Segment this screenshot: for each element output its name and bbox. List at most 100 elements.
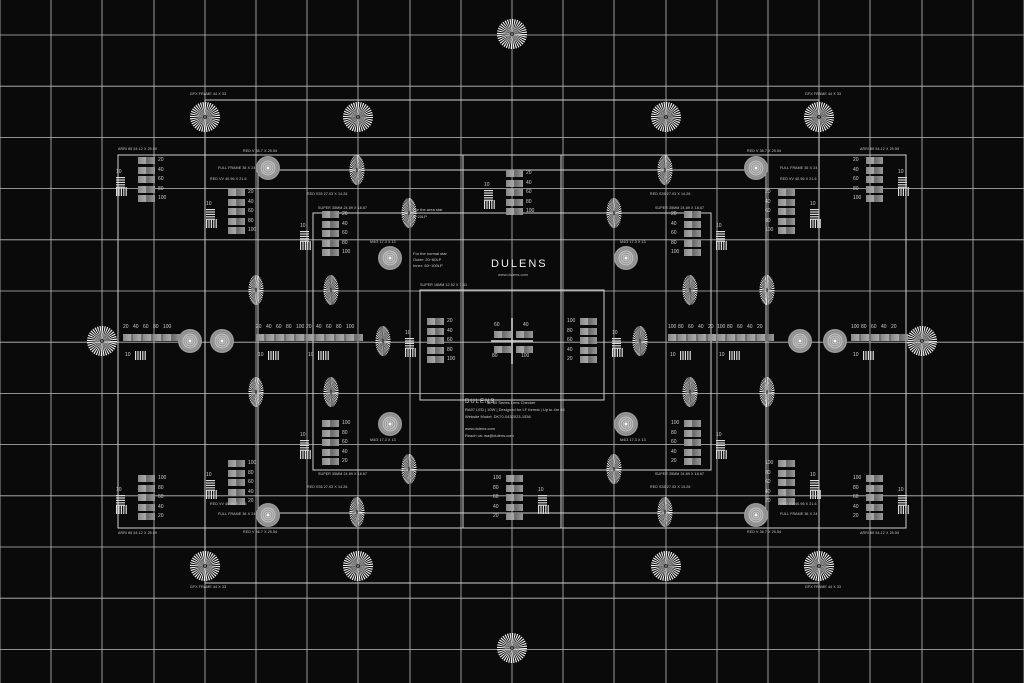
mtf-patch <box>322 439 339 447</box>
mtf-value-label: 100 <box>342 420 351 426</box>
mtf-value-label: 100 <box>346 324 355 330</box>
elliptical-star <box>606 198 622 228</box>
elliptical-star <box>759 275 775 305</box>
format-label-m43: M4/3 17.3 X 13 <box>620 438 646 442</box>
circular-target <box>744 503 768 527</box>
bar-pattern <box>716 241 727 250</box>
mtf-value-label: 60 <box>158 494 164 501</box>
elliptical-star <box>682 275 698 305</box>
mtf-value-label: 100 <box>158 195 167 202</box>
mtf-value-label: 40 <box>316 324 322 330</box>
format-label-full-frame: FULL FRAME 36 X 24 <box>218 512 256 516</box>
mtf-patch <box>580 327 597 335</box>
mtf-value-label: 40 <box>698 324 704 330</box>
mtf-patch <box>778 198 795 206</box>
bar-pattern <box>318 351 329 360</box>
mtf-value-label: 20 <box>447 318 453 324</box>
mtf-patch <box>698 334 715 341</box>
mtf-value-label: 20 <box>765 498 771 505</box>
mtf-patch <box>228 227 245 235</box>
bar-pattern <box>405 338 414 349</box>
format-label-komodo: RED S35 27.03 X 14.26 <box>650 485 691 489</box>
low-frequency-label: 10 <box>612 330 618 336</box>
bar-pattern <box>810 490 821 499</box>
mtf-patch <box>336 334 353 341</box>
mtf-patch <box>138 166 155 174</box>
bar-pattern <box>716 450 727 459</box>
elliptical-star <box>401 454 417 484</box>
mtf-value-label: 80 <box>567 327 573 334</box>
low-frequency-label: 10 <box>810 201 816 207</box>
mtf-patch <box>322 448 339 456</box>
mtf-patch <box>427 346 444 354</box>
mtf-patch <box>322 249 339 257</box>
normal-star-outer: Outer: 20~60LP <box>413 257 442 262</box>
mtf-patch <box>138 475 155 482</box>
elliptical-star <box>401 198 417 228</box>
mtf-value-label: 80 <box>526 198 532 205</box>
mtf-value-label: 60 <box>671 439 677 446</box>
mtf-value-label: 60 <box>158 176 164 183</box>
mtf-patch <box>228 208 245 216</box>
mtf-value-label: 20 <box>123 324 129 330</box>
mtf-value-label: 40 <box>158 166 164 173</box>
mtf-patch <box>866 195 883 203</box>
mtf-value-label: 100 <box>851 324 860 330</box>
mtf-value-label: 40 <box>853 166 859 173</box>
bar-pattern <box>680 351 691 360</box>
mtf-patch <box>684 448 701 456</box>
mtf-patch <box>228 488 245 496</box>
mtf-value-label: 40 <box>853 503 859 510</box>
mtf-patch <box>866 475 883 482</box>
mtf-value-label: 20 <box>248 189 254 195</box>
bar-pattern <box>898 177 907 188</box>
mtf-value-label: 100 <box>671 420 680 426</box>
info-model: Website Model: DK70-0432023-1536 <box>465 414 531 419</box>
mtf-patch <box>778 479 795 487</box>
mtf-value-label: 60 <box>342 230 348 237</box>
mtf-value-label: 40 <box>765 488 771 495</box>
mtf-value-label: 100 <box>671 249 680 256</box>
mtf-value-label: 80 <box>678 324 684 330</box>
mtf-patch <box>322 429 339 437</box>
mtf-patch <box>322 420 339 427</box>
mtf-patch <box>684 239 701 247</box>
elliptical-star <box>606 454 622 484</box>
mtf-value-label: 40 <box>881 324 887 330</box>
mtf-patch <box>778 498 795 506</box>
mtf-value-label: 80 <box>342 239 348 246</box>
mtf-patch <box>228 217 245 225</box>
mtf-patch <box>266 334 283 341</box>
mtf-patch <box>228 479 245 487</box>
info-logo: DULENS <box>465 399 496 405</box>
mtf-value-label: 100 <box>668 324 677 330</box>
mtf-patch <box>506 208 523 216</box>
elliptical-star <box>248 377 264 407</box>
format-label-komodo: RED S35 27.03 X 14.26 <box>650 192 691 196</box>
mtf-value-label: 40 <box>248 488 254 495</box>
mtf-patch <box>866 484 883 492</box>
mtf-value-label: 40 <box>747 324 753 330</box>
format-label-komodo: RED S35 27.03 X 14.26 <box>307 485 348 489</box>
mtf-patch <box>684 420 701 427</box>
mtf-patch <box>228 498 245 506</box>
bar-pattern <box>268 351 279 360</box>
bar-pattern <box>612 338 621 349</box>
mtf-patch <box>871 334 888 341</box>
format-label-gfx: GFX FRAME 44 X 33 <box>805 92 842 96</box>
mtf-value-label: 100 <box>717 324 726 330</box>
mtf-value-label: 40 <box>248 198 254 205</box>
elliptical-star <box>349 155 365 185</box>
siemens-star <box>190 551 220 581</box>
format-label-gfx: GFX FRAME 44 X 33 <box>190 585 227 589</box>
mtf-value-label: 80 <box>286 324 292 330</box>
mtf-patch <box>684 220 701 228</box>
mtf-value-label: 60 <box>143 324 149 330</box>
mtf-patch <box>322 220 339 228</box>
mtf-patch <box>296 334 313 341</box>
mtf-patch <box>778 189 795 196</box>
bar-pattern <box>484 200 495 209</box>
mtf-value-label: 80 <box>765 469 771 476</box>
mtf-patch <box>427 337 444 345</box>
circular-target <box>614 246 638 270</box>
